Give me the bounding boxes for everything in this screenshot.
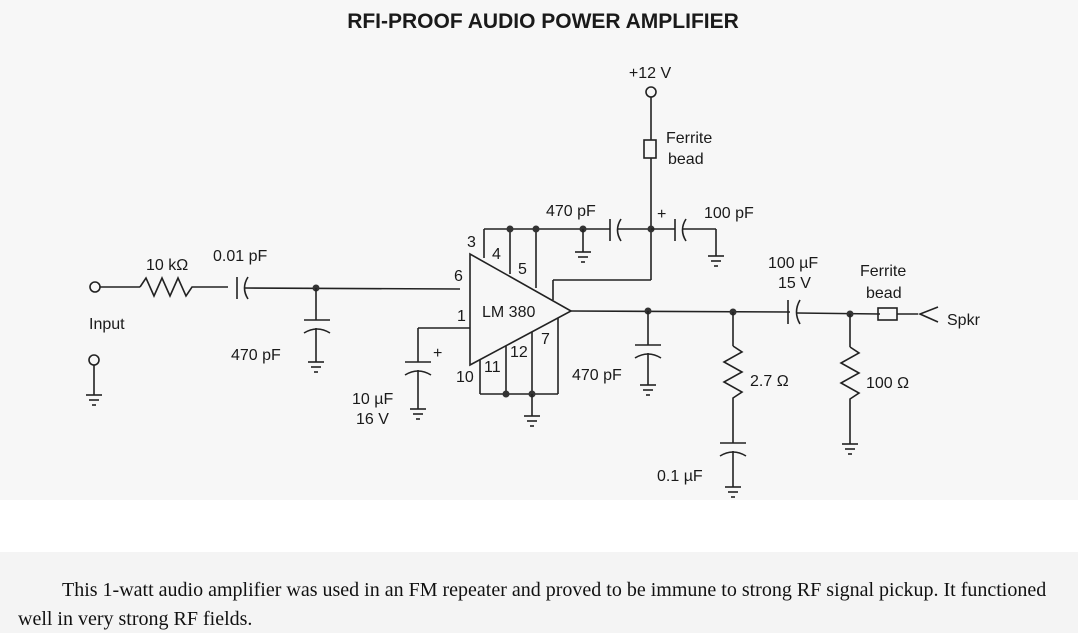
output-network: 470 pF 2.7 Ω 0.1 µF 100 µF 15 V 100 Ω Fe… xyxy=(570,255,981,498)
pin1-bypass-network: + 10 µF 16 V xyxy=(352,327,470,428)
ferrite-top-label-1: Ferrite xyxy=(666,130,712,147)
cap-10uf-label: 10 µF xyxy=(352,391,393,408)
pin-3: 3 xyxy=(467,234,476,251)
cap-100pf-label: 100 pF xyxy=(704,205,754,222)
pin-4: 4 xyxy=(492,246,501,263)
resistor-2-7-label: 2.7 Ω xyxy=(750,373,789,390)
supply-ferrite-bead: Ferrite bead xyxy=(643,97,712,280)
top-decoupling-network: 470 pF + 100 pF xyxy=(483,203,754,288)
pin-7: 7 xyxy=(541,331,550,348)
ferrite-output-label-1: Ferrite xyxy=(860,263,906,280)
speaker-label: Spkr xyxy=(947,312,981,329)
input-network: 10 kΩ 0.01 pF Input 470 pF xyxy=(86,248,461,406)
resistor-10k-label: 10 kΩ xyxy=(146,257,188,274)
cap-470pf-output-label: 470 pF xyxy=(572,367,622,384)
supply-label: +12 V xyxy=(629,65,672,82)
ferrite-top-label-2: bead xyxy=(668,151,704,168)
cap-100uf-voltage-label: 15 V xyxy=(778,275,811,292)
lm380-amplifier: LM 380 3 4 5 6 1 7 10 11 12 xyxy=(454,234,573,427)
cap-001pf-label: 0.01 pF xyxy=(213,248,267,265)
ic-label: LM 380 xyxy=(482,304,535,321)
schematic-diagram: RFI-PROOF AUDIO POWER AMPLIFIER +12 V Fe… xyxy=(86,10,981,498)
cap-470pf-input-label: 470 pF xyxy=(231,347,281,364)
resistor-100-label: 100 Ω xyxy=(866,375,909,392)
pin-6: 6 xyxy=(454,268,463,285)
pin-5: 5 xyxy=(518,261,527,278)
figure-caption: This 1-watt audio amplifier was used in … xyxy=(18,579,1047,630)
ferrite-output-label-2: bead xyxy=(866,285,902,302)
cap-100uf-label: 100 µF xyxy=(768,255,818,272)
cap-01uf-label: 0.1 µF xyxy=(657,468,703,485)
pin-1: 1 xyxy=(457,308,466,325)
pin-11: 11 xyxy=(484,359,501,376)
cap-470pf-top-label: 470 pF xyxy=(546,203,596,220)
polarity-plus-10uf: + xyxy=(433,345,442,362)
input-label: Input xyxy=(89,316,125,333)
diagram-title: RFI-PROOF AUDIO POWER AMPLIFIER xyxy=(347,10,739,33)
cap-10uf-voltage-label: 16 V xyxy=(356,411,389,428)
caption-band xyxy=(0,552,1078,633)
pin-10: 10 xyxy=(456,369,474,386)
pin-12: 12 xyxy=(510,344,528,361)
supply-terminal xyxy=(645,86,657,98)
polarity-plus-top: + xyxy=(657,206,666,223)
